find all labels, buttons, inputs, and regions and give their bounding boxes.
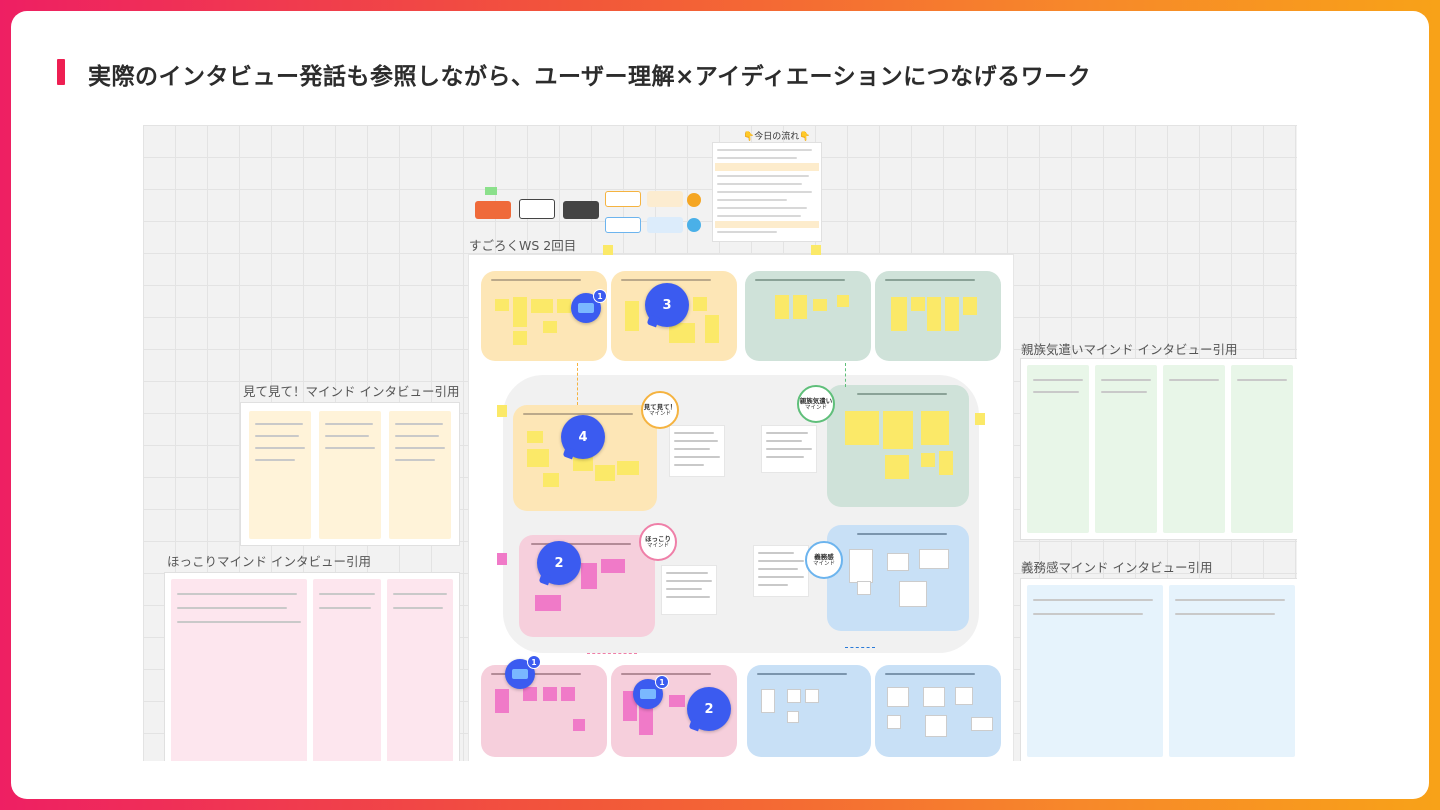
note-white-3 <box>661 565 717 615</box>
card-top-green-2[interactable] <box>875 271 1001 361</box>
sticky-yellow[interactable] <box>975 413 985 425</box>
card-top-green-1[interactable] <box>745 271 871 361</box>
whiteboard-canvas[interactable]: 👇今日の流れ👇 すごろくWS 2回目 <box>143 125 1297 761</box>
mind-hokkori: ほっこりマインド <box>639 523 677 561</box>
legend-button-white[interactable] <box>519 199 555 219</box>
comment-badge: 1 <box>527 655 541 669</box>
card-mid-pink[interactable] <box>519 535 655 637</box>
flow-title: 👇今日の流れ👇 <box>743 132 811 142</box>
comment-badge: 1 <box>655 675 669 689</box>
connector-pink <box>587 653 637 654</box>
frame-label-shinzoku: 親族気遣いマインド インタビュー引用 <box>1021 342 1238 357</box>
flow-table <box>713 143 821 241</box>
comment-thumb-bubble[interactable] <box>505 659 535 689</box>
card-mid-blue[interactable] <box>827 525 969 631</box>
legend-tag-blue <box>605 217 641 233</box>
slide-title: 実際のインタビュー発話も参照しながら、ユーザー理解×アイディエーションにつなげる… <box>88 64 1092 90</box>
note-white-4 <box>753 545 809 597</box>
note-white-1 <box>669 425 725 477</box>
legend-button-dark[interactable] <box>563 201 599 219</box>
sugoroku-board[interactable]: 見て見て！マインド 親族気遣いマインド ほっこりマインド 義務感マインド 3 4… <box>469 255 1013 761</box>
frame-hokkori-quotes[interactable] <box>165 573 459 761</box>
legend-dot-orange <box>687 193 701 207</box>
comment-bubble-count[interactable]: 3 <box>645 283 689 327</box>
comment-badge: 1 <box>593 289 607 303</box>
board-title: すごろくWS 2回目 <box>469 238 577 253</box>
card-bottom-pink-1[interactable] <box>481 665 607 757</box>
legend-tag-yellow <box>605 191 641 207</box>
legend-icon <box>485 187 497 195</box>
frame-shinzoku-quotes[interactable] <box>1021 359 1297 539</box>
sticky-yellow[interactable] <box>811 245 821 255</box>
comment-bubble-count[interactable]: 2 <box>537 541 581 585</box>
mind-gimukan: 義務感マインド <box>805 541 843 579</box>
sticky-pink[interactable] <box>497 553 507 565</box>
legend-button-orange[interactable] <box>475 201 511 219</box>
frame-label-gimukan: 義務感マインド インタビュー引用 <box>1021 560 1213 575</box>
frame-label-mite-mite: 見て見て！マインド インタビュー引用 <box>243 384 460 399</box>
mind-mite-mite: 見て見て！マインド <box>641 391 679 429</box>
connector-blue <box>845 647 875 648</box>
card-bottom-blue-2[interactable] <box>875 665 1001 757</box>
frame-gimukan-quotes[interactable] <box>1021 579 1297 761</box>
card-bottom-blue-1[interactable] <box>747 665 871 757</box>
sticky-yellow[interactable] <box>603 245 613 255</box>
sticky-yellow[interactable] <box>497 405 507 417</box>
frame-mite-mite-quotes[interactable] <box>241 403 459 545</box>
legend-dot-blue <box>687 218 701 232</box>
legend-box-blue <box>647 217 683 233</box>
mind-shinzoku-kizukai: 親族気遣いマインド <box>797 385 835 423</box>
connector-green <box>845 363 846 387</box>
title-accent-bar <box>57 59 65 85</box>
slide: 実際のインタビュー発話も参照しながら、ユーザー理解×アイディエーションにつなげる… <box>11 11 1429 799</box>
frame-label-hokkori: ほっこりマインド インタビュー引用 <box>167 554 371 569</box>
comment-bubble-count[interactable]: 2 <box>687 687 731 731</box>
connector-yellow <box>577 363 578 405</box>
legend-box-yellow <box>647 191 683 207</box>
note-white-2 <box>761 425 817 473</box>
card-mid-green[interactable] <box>827 385 969 507</box>
comment-bubble-count[interactable]: 4 <box>561 415 605 459</box>
